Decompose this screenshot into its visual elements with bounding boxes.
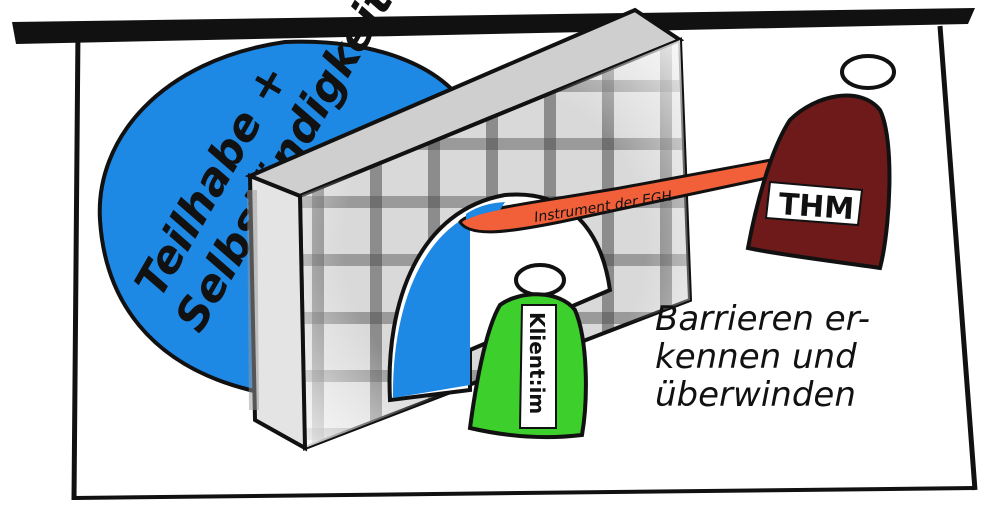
barrier-text-line1: Barrieren er- [655,299,870,339]
klient-label: Klient:im [525,312,549,414]
thm-figure: THM [748,56,894,268]
thm-label: THM [777,187,855,227]
barrier-text-line3: überwinden [655,375,856,415]
barrier-text: Barrieren er- kennen und überwinden [655,299,870,415]
barrier-text-line2: kennen und [655,337,857,377]
